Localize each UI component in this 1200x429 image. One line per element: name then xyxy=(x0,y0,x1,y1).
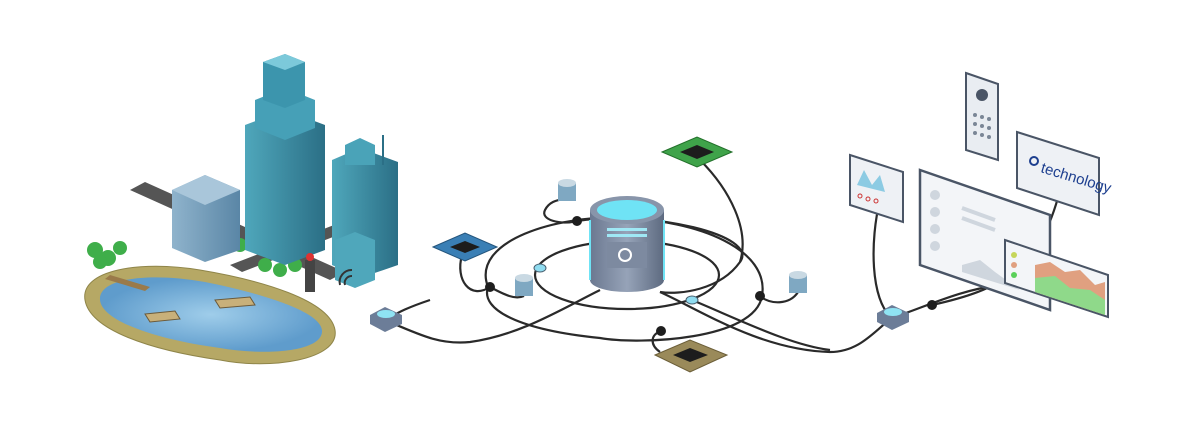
chip-brown xyxy=(653,339,729,373)
pier xyxy=(105,275,150,291)
cable-nodes xyxy=(485,216,937,336)
logo-icon xyxy=(618,248,632,262)
chart-monitor xyxy=(849,153,904,224)
traffic-signal xyxy=(305,260,315,292)
brand-sign: technology xyxy=(1016,130,1114,217)
chip-blue xyxy=(431,232,499,262)
boat xyxy=(214,296,256,309)
chip-green xyxy=(660,136,734,168)
right-hub xyxy=(877,305,909,330)
skyscraper xyxy=(245,54,325,265)
doorbell-panel xyxy=(965,71,999,162)
area-chart-monitor xyxy=(1004,238,1109,319)
wifi-icon xyxy=(338,268,353,286)
boat xyxy=(144,310,181,323)
left-hub xyxy=(370,307,402,332)
central-database xyxy=(589,196,665,292)
city-scene xyxy=(84,54,398,365)
lake-water xyxy=(99,277,323,352)
server-stack xyxy=(515,179,807,296)
brand-logo-icon xyxy=(1029,156,1039,166)
